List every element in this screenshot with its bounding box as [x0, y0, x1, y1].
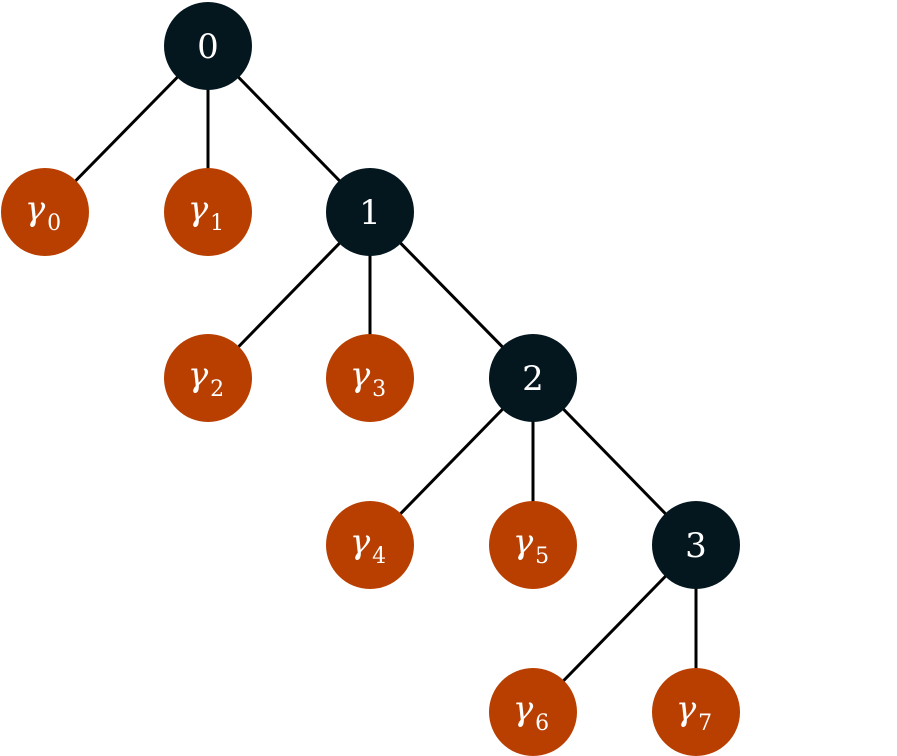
- leaf-node-label: γ3: [350, 355, 386, 402]
- leaf-node-circle: [326, 334, 414, 422]
- leaf-node-circle: [326, 501, 414, 589]
- inner-node-2: 2: [489, 334, 577, 422]
- leaf-node-label: γ2: [188, 355, 224, 402]
- leaf-node-circle: [489, 668, 577, 756]
- inner-node-circle: [489, 334, 577, 422]
- leaf-node-gamma-6: γ6: [489, 668, 577, 756]
- leaf-symbol: γ: [188, 355, 209, 395]
- leaf-symbol: γ: [350, 522, 371, 562]
- leaf-subscript: 1: [210, 211, 224, 236]
- inner-node-label: 2: [522, 359, 544, 399]
- inner-node-label: 0: [197, 27, 219, 67]
- inner-node-1: 1: [326, 168, 414, 256]
- inner-node-circle: [326, 168, 414, 256]
- leaf-subscript: 7: [698, 711, 712, 736]
- leaf-node-gamma-5: γ5: [489, 501, 577, 589]
- leaf-node-label: γ4: [350, 522, 386, 569]
- leaf-node-label: γ1: [188, 189, 224, 236]
- leaf-node-label: γ5: [513, 522, 549, 569]
- leaf-symbol: γ: [513, 522, 534, 562]
- inner-node-3: 3: [652, 501, 740, 589]
- leaf-node-gamma-1: γ1: [164, 168, 252, 256]
- inner-node-label: 1: [359, 193, 381, 233]
- leaf-subscript: 3: [372, 377, 386, 402]
- leaf-node-gamma-0: γ0: [1, 168, 89, 256]
- leaf-node-circle: [652, 668, 740, 756]
- inner-node-label: 3: [685, 526, 707, 566]
- leaf-node-gamma-4: γ4: [326, 501, 414, 589]
- leaf-subscript: 5: [535, 544, 549, 569]
- leaf-subscript: 0: [47, 211, 61, 236]
- inner-node-circle: [164, 2, 252, 90]
- leaf-subscript: 2: [210, 377, 224, 402]
- leaf-subscript: 4: [372, 544, 386, 569]
- leaf-node-circle: [164, 334, 252, 422]
- leaf-node-label: γ0: [25, 189, 61, 236]
- leaf-symbol: γ: [513, 689, 534, 729]
- leaf-node-circle: [489, 501, 577, 589]
- leaf-symbol: γ: [350, 355, 371, 395]
- leaf-subscript: 6: [535, 711, 549, 736]
- leaf-symbol: γ: [676, 689, 697, 729]
- leaf-node-label: γ7: [676, 689, 712, 736]
- leaf-node-circle: [164, 168, 252, 256]
- leaf-symbol: γ: [25, 189, 46, 229]
- leaf-node-circle: [1, 168, 89, 256]
- leaf-node-gamma-7: γ7: [652, 668, 740, 756]
- leaf-node-gamma-2: γ2: [164, 334, 252, 422]
- inner-node-circle: [652, 501, 740, 589]
- leaf-symbol: γ: [188, 189, 209, 229]
- leaf-node-gamma-3: γ3: [326, 334, 414, 422]
- leaf-node-label: γ6: [513, 689, 549, 736]
- inner-node-0: 0: [164, 2, 252, 90]
